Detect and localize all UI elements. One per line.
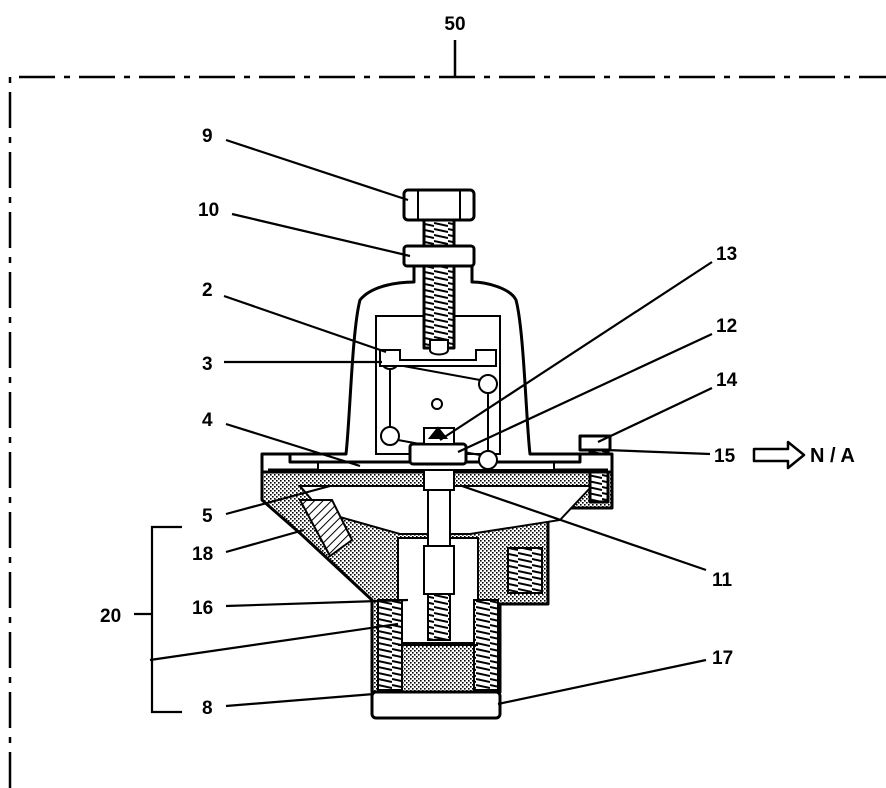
callout-labels: 9 10 2 3 4 5 18 20 16 8 13 12 14 15 11 1…	[100, 126, 738, 719]
callout-20: 20	[100, 606, 121, 627]
callout-10: 10	[198, 200, 219, 221]
callout-2: 2	[202, 280, 213, 301]
callout-17: 17	[712, 648, 733, 669]
note-na: N / A	[810, 445, 855, 467]
callout-12: 12	[716, 316, 737, 337]
callout-4: 4	[202, 410, 213, 431]
assembly-number: 50	[444, 14, 465, 35]
callout-15: 15	[714, 446, 736, 467]
outline-right-arrow-icon	[752, 440, 806, 470]
callout-16: 16	[192, 598, 213, 619]
callout-9: 9	[202, 126, 213, 147]
assembly-boundary	[8, 40, 886, 788]
leader-lines	[134, 138, 713, 714]
callout-13: 13	[716, 244, 737, 265]
callout-11: 11	[712, 570, 733, 591]
callout-3: 3	[202, 354, 213, 375]
regulator-drawing	[260, 188, 614, 720]
callout-18: 18	[192, 544, 213, 565]
callout-14: 14	[716, 370, 738, 391]
callout-8: 8	[202, 698, 213, 719]
callout-5: 5	[202, 506, 213, 527]
